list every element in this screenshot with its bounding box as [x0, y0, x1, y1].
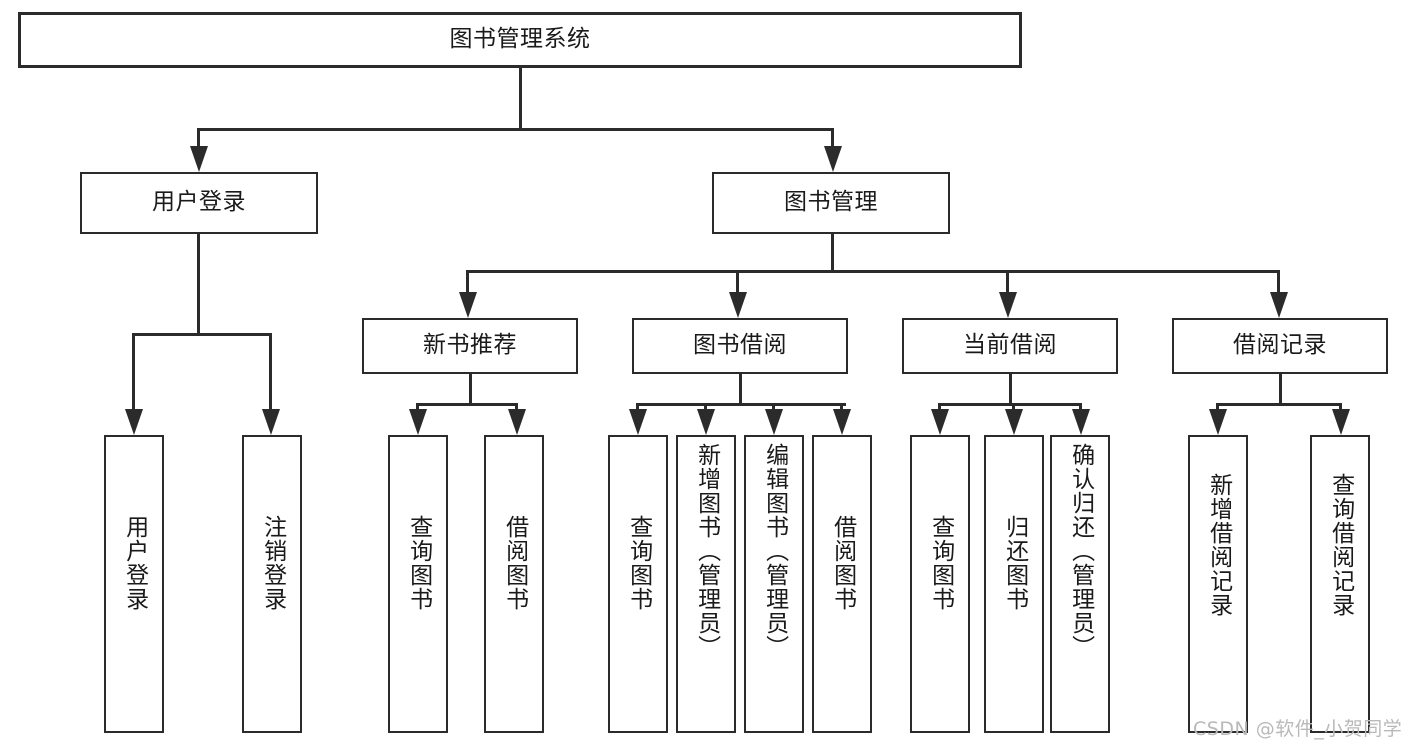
arrowhead-leaf-cur-confirm — [1072, 409, 1090, 435]
node-label: 当前借阅 — [963, 332, 1057, 359]
node-user-login[interactable]: 用户登录 — [80, 172, 318, 234]
node-leaf-user-login[interactable]: 用户登录 — [104, 435, 164, 733]
connector-level3-bus — [466, 270, 1280, 273]
node-book-borrow[interactable]: 图书借阅 — [632, 318, 848, 374]
arrowhead-leaf-user-logout — [262, 409, 280, 435]
connector-drop-leaf-borrow-add — [704, 403, 707, 409]
connector-new-book-rec-bus — [416, 403, 518, 406]
connector-book-borrow-trunk — [739, 374, 742, 405]
connector-drop-current-borrow — [1006, 270, 1009, 292]
connector-drop-leaf-rec-borrow — [515, 403, 518, 409]
node-label: 查询借阅记录 — [1327, 473, 1354, 617]
node-label: 查询图书 — [405, 515, 432, 611]
connector-drop-leaf-borrow-query — [636, 403, 639, 409]
connector-drop-leaf-rec-search — [1339, 403, 1342, 409]
node-label: 图书管理系统 — [449, 26, 591, 53]
connector-drop-leaf-borrow-lend — [840, 403, 843, 409]
connector-new-book-rec-trunk — [469, 374, 472, 405]
arrowhead-current-borrow — [999, 292, 1017, 318]
connector-level2-bus — [197, 128, 834, 131]
arrowhead-book-borrow — [729, 292, 747, 318]
arrowhead-new-book-rec — [459, 292, 477, 318]
node-leaf-cur-query[interactable]: 查询图书 — [910, 435, 970, 733]
arrowhead-user-login — [190, 146, 208, 172]
node-label: 归还图书 — [1001, 515, 1028, 611]
arrowhead-leaf-borrow-edit — [765, 409, 783, 435]
node-label: 借阅图书 — [501, 515, 528, 611]
node-leaf-cur-return[interactable]: 归还图书 — [984, 435, 1044, 733]
node-leaf-borrow-edit[interactable]: 编辑图书（管理员） — [744, 435, 804, 733]
node-leaf-rec-add[interactable]: 新增借阅记录 — [1188, 435, 1248, 733]
connector-drop-leaf-rec-add — [1216, 403, 1219, 409]
connector-user-login-bus — [132, 333, 271, 336]
node-book-manage[interactable]: 图书管理 — [712, 172, 950, 234]
node-borrow-record[interactable]: 借阅记录 — [1172, 318, 1388, 374]
node-leaf-borrow-lend[interactable]: 借阅图书 — [812, 435, 872, 733]
node-leaf-borrow-add[interactable]: 新增图书（管理员） — [676, 435, 736, 733]
arrowhead-leaf-borrow-lend — [833, 409, 851, 435]
connector-drop-leaf-cur-confirm — [1079, 403, 1082, 409]
node-label: 用户登录 — [152, 189, 246, 216]
connector-user-login-trunk — [197, 234, 200, 335]
arrowhead-leaf-rec-add — [1209, 409, 1227, 435]
arrowhead-leaf-cur-return — [1005, 409, 1023, 435]
connector-drop-leaf-user-logout — [269, 333, 272, 409]
connector-borrow-record-bus — [1216, 403, 1342, 406]
node-label: 查询图书 — [927, 515, 954, 611]
node-label: 新书推荐 — [423, 332, 517, 359]
connector-drop-book-borrow — [736, 270, 739, 292]
connector-drop-leaf-user-login — [132, 333, 135, 409]
node-label: 图书管理 — [784, 189, 878, 216]
node-label: 用户登录 — [121, 515, 148, 611]
connector-drop-leaf-rec-query — [416, 403, 419, 409]
node-label: 新增图书（管理员） — [693, 443, 720, 659]
arrowhead-leaf-user-login — [125, 409, 143, 435]
node-label: 确认归还（管理员） — [1067, 443, 1094, 659]
arrowhead-borrow-record — [1270, 292, 1288, 318]
node-new-book-rec[interactable]: 新书推荐 — [362, 318, 578, 374]
node-leaf-rec-borrow[interactable]: 借阅图书 — [484, 435, 544, 733]
connector-drop-leaf-cur-query — [938, 403, 941, 409]
connector-current-borrow-bus — [938, 403, 1082, 406]
node-leaf-user-logout[interactable]: 注销登录 — [242, 435, 302, 733]
connector-drop-leaf-cur-return — [1012, 403, 1015, 409]
node-current-borrow[interactable]: 当前借阅 — [902, 318, 1118, 374]
node-label: 新增借阅记录 — [1205, 473, 1232, 617]
node-label: 查询图书 — [625, 515, 652, 611]
arrowhead-leaf-rec-borrow — [508, 409, 526, 435]
connector-drop-new-book-rec — [466, 270, 469, 292]
connector-drop-book-manage — [831, 128, 834, 146]
arrowhead-leaf-rec-search — [1332, 409, 1350, 435]
node-root-system[interactable]: 图书管理系统 — [18, 12, 1022, 68]
node-leaf-cur-confirm[interactable]: 确认归还（管理员） — [1050, 435, 1110, 733]
node-leaf-borrow-query[interactable]: 查询图书 — [608, 435, 668, 733]
connector-book-manage-trunk — [831, 234, 834, 272]
connector-borrow-record-trunk — [1279, 374, 1282, 405]
node-label: 编辑图书（管理员） — [761, 443, 788, 659]
arrowhead-book-manage — [824, 146, 842, 172]
connector-drop-user-login — [197, 128, 200, 146]
arrowhead-leaf-cur-query — [931, 409, 949, 435]
connector-root-trunk — [519, 68, 522, 131]
connector-drop-borrow-record — [1277, 270, 1280, 292]
arrowhead-leaf-borrow-add — [697, 409, 715, 435]
connector-book-borrow-bus — [636, 403, 846, 406]
node-label: 借阅图书 — [829, 515, 856, 611]
connector-current-borrow-trunk — [1009, 374, 1012, 405]
node-label: 借阅记录 — [1233, 332, 1327, 359]
node-leaf-rec-search[interactable]: 查询借阅记录 — [1310, 435, 1370, 733]
arrowhead-leaf-borrow-query — [629, 409, 647, 435]
node-label: 图书借阅 — [693, 332, 787, 359]
node-label: 注销登录 — [259, 515, 286, 611]
node-leaf-rec-query[interactable]: 查询图书 — [388, 435, 448, 733]
arrowhead-leaf-rec-query — [409, 409, 427, 435]
connector-drop-leaf-borrow-edit — [772, 403, 775, 409]
